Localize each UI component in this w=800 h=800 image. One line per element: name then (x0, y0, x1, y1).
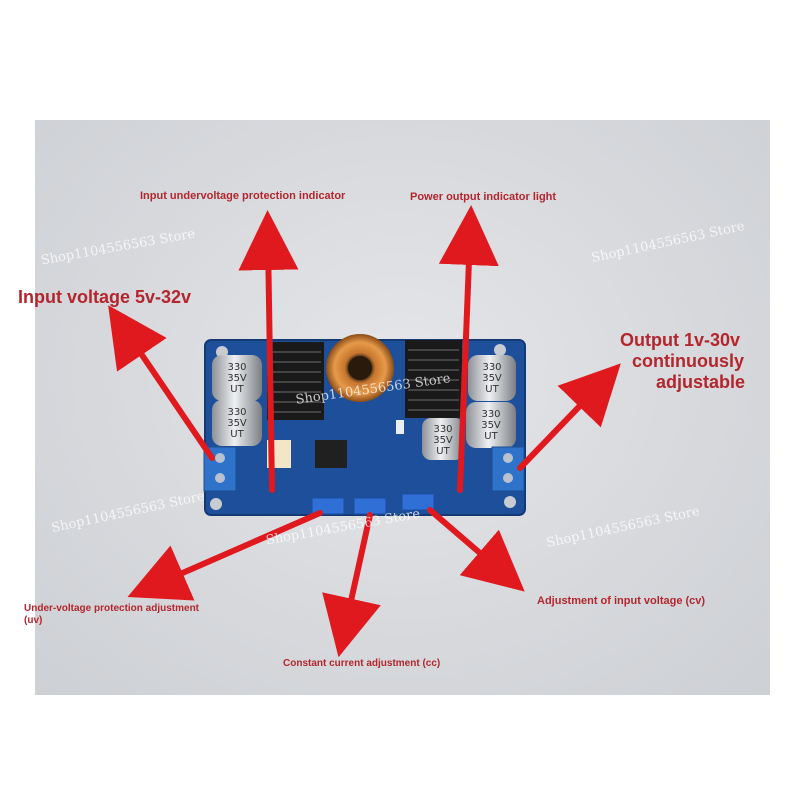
trimpot-cv (401, 493, 435, 511)
mount-hole-br (504, 496, 516, 508)
label-power-output-indicator: Power output indicator light (410, 191, 557, 203)
arrow-power-output-indicator (438, 205, 499, 493)
status-led (396, 420, 404, 434)
capacitor-marking-text: UT (230, 429, 244, 440)
label-cc-adjust: Constant current adjustment (cc) (283, 658, 441, 669)
capacitor-marking-text: 330 (482, 362, 501, 373)
capacitor-marking-text: 330 (227, 407, 246, 418)
capacitor-marking-text: UT (436, 446, 450, 457)
heatsink-left (267, 342, 324, 420)
arrow-cv-adjust (427, 507, 525, 592)
capacitor-marking-text: 35V (481, 420, 501, 431)
toroid-inductor (326, 334, 394, 402)
label-uv-adjust-line1: Under-voltage protection adjustment (24, 603, 200, 614)
arrow-uv-adjust (127, 510, 323, 601)
capacitor-marking-text: UT (484, 431, 498, 442)
label-output-line2: continuously (632, 351, 744, 371)
trimpot-uv (311, 497, 345, 515)
label-input-voltage: Input voltage 5v-32v (18, 287, 192, 307)
capacitor-marking-text: 35V (433, 435, 453, 446)
label-output-line1: Output 1v-30v (620, 330, 741, 350)
arrow-cc-adjust (322, 512, 381, 658)
arrow-output-voltage (517, 363, 621, 471)
label-input-uv-indicator: Input undervoltage protection indicator (140, 190, 346, 202)
capacitor-marking-text: 35V (227, 373, 247, 384)
capacitor-marking-text: UT (230, 384, 244, 395)
mount-hole-tr (494, 344, 506, 356)
capacitor-marking-text: 330 (481, 409, 500, 420)
capacitor-marking-text: 330 (433, 424, 452, 435)
capacitor-marking-text: UT (485, 384, 499, 395)
capacitor-marking-text: 35V (482, 373, 502, 384)
label-cv-adjust: Adjustment of input voltage (cv) (537, 595, 706, 607)
capacitor-left-top (212, 355, 262, 401)
mount-hole-bl (210, 498, 222, 510)
capacitor-right-top (468, 355, 516, 401)
capacitor-marking-text: 330 (227, 362, 246, 373)
capacitor-marking-text: 35V (227, 418, 247, 429)
capacitor-left-bottom (212, 400, 262, 446)
arrow-input-uv-indicator (238, 210, 299, 493)
label-uv-adjust-line2: (uv) (24, 615, 43, 626)
label-output-line3: adjustable (656, 372, 746, 392)
heatsink-right (405, 340, 462, 418)
arrow-input-voltage (108, 305, 215, 461)
controller-ic (315, 440, 347, 468)
capacitor-right-bottom (466, 402, 516, 448)
trimpot-cc (353, 497, 387, 515)
capacitor-middle (422, 418, 464, 460)
